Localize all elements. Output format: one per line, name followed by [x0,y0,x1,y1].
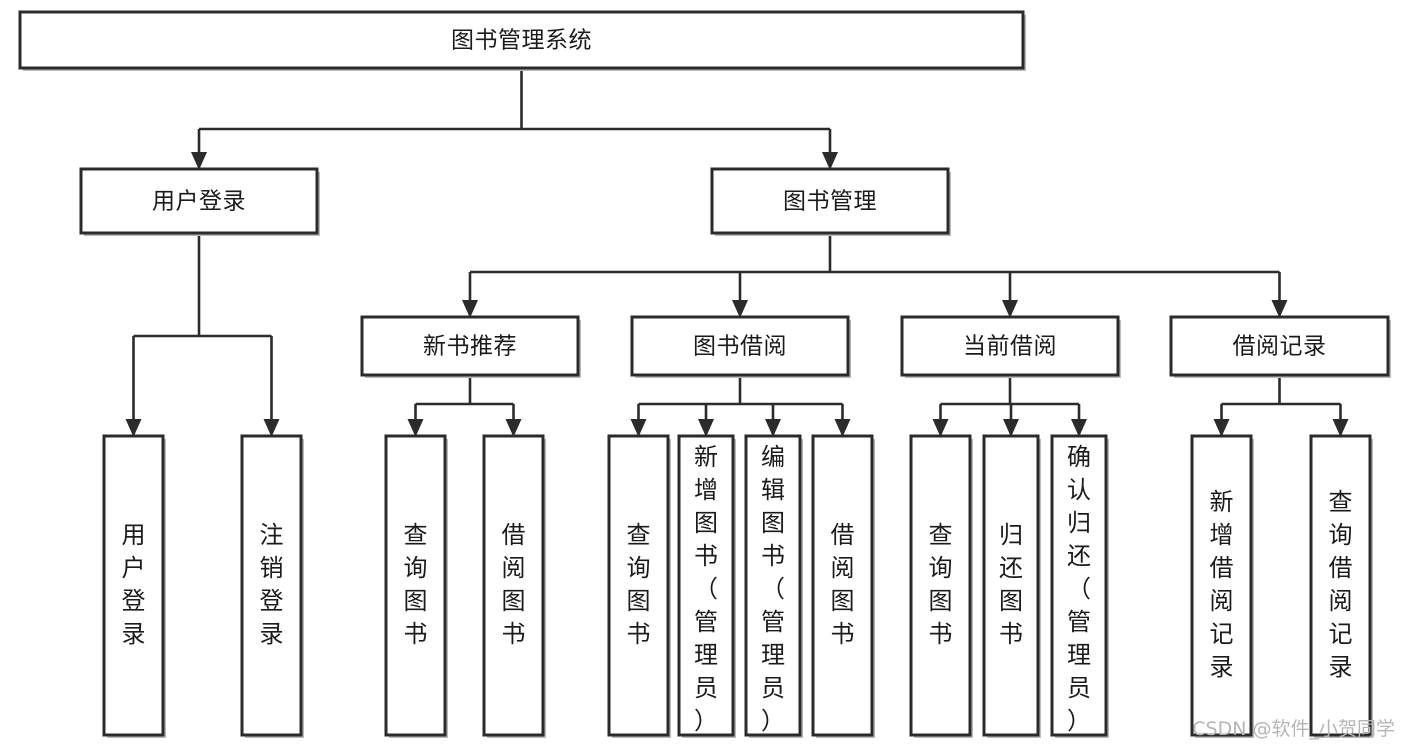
arrow-head-icon [1071,419,1087,437]
node-box[interactable] [79,167,319,235]
node-box[interactable] [630,315,850,377]
node-box[interactable] [482,434,545,737]
node-book-borrow[interactable]: 图书借阅 [630,315,851,378]
node-leaf-rec-add[interactable]: 新增借阅记录 [1190,434,1254,738]
node-leaf-logout[interactable]: 注销登录 [240,434,304,738]
node-label: 确认归还（管理员） [1067,443,1091,735]
node-label: 新增图书（管理员） [694,443,718,735]
node-box[interactable] [1309,434,1372,737]
arrow-head-icon [191,152,207,170]
node-label: 借阅图书 [831,521,855,648]
node-box[interactable] [384,434,447,737]
arrow-head-icon [765,419,781,437]
arrow-head-icon [263,419,280,437]
node-label: 用户登录 [152,189,246,215]
node-label: 图书管理系统 [451,28,592,54]
node-box[interactable] [607,434,670,737]
node-root[interactable]: 图书管理系统 [18,10,1026,71]
node-leaf-rec-query[interactable]: 查询图书 [384,434,448,738]
node-box[interactable] [18,10,1025,70]
node-leaf-user-login[interactable]: 用户登录 [102,434,166,738]
node-label: 查询图书 [929,521,953,648]
node-leaf-rec-search[interactable]: 查询借阅记录 [1309,434,1373,738]
arrow-head-icon [822,152,838,170]
edge-group-book-borrow [630,375,851,437]
edge-group-root [191,68,838,170]
arrow-head-icon [732,300,748,318]
arrow-head-icon [1332,419,1349,437]
node-box[interactable] [900,315,1120,377]
node-label: 借阅记录 [1233,334,1327,360]
node-leaf-rec-borrow[interactable]: 借阅图书 [482,434,546,738]
node-label: 归还图书 [999,521,1023,648]
arrow-head-icon [630,419,647,437]
arrow-head-icon [505,419,522,437]
node-box[interactable] [744,434,802,737]
node-leaf-borrow-add[interactable]: 新增图书（管理员） [677,434,736,738]
node-borrow-record[interactable]: 借阅记录 [1169,315,1391,378]
node-label: 查询图书 [404,521,428,648]
node-label: 用户登录 [122,521,146,648]
node-leaf-borrow-query[interactable]: 查询图书 [607,434,671,738]
node-box[interactable] [710,167,950,235]
node-leaf-cur-query[interactable]: 查询图书 [909,434,973,738]
node-label: 查询借阅记录 [1329,488,1353,681]
edges-layer [125,68,1349,437]
node-label: 查询图书 [627,521,651,648]
node-leaf-borrow-edit[interactable]: 编辑图书（管理员） [744,434,803,738]
node-leaf-cur-confirm[interactable]: 确认归还（管理员） [1050,434,1109,738]
arrow-head-icon [932,419,949,437]
node-box[interactable] [102,434,165,737]
edge-group-current-borrow [932,375,1087,437]
node-label: 注销登录 [260,521,284,648]
arrow-head-icon [125,419,142,437]
node-leaf-borrow-lend[interactable]: 借阅图书 [811,434,875,738]
node-label: 图书管理 [783,189,877,215]
edge-group-user-login [125,233,280,437]
arrow-head-icon [698,419,714,437]
edge-group-new-book-rec [407,375,522,437]
node-box[interactable] [982,434,1040,737]
node-box[interactable] [1169,315,1390,377]
node-new-book-rec[interactable]: 新书推荐 [360,315,581,378]
node-user-login[interactable]: 用户登录 [79,167,320,236]
node-box[interactable] [1050,434,1108,737]
node-book-manage[interactable]: 图书管理 [710,167,951,236]
arrow-head-icon [1213,419,1230,437]
node-box[interactable] [811,434,874,737]
node-label: 图书借阅 [693,334,787,360]
arrow-head-icon [834,419,851,437]
node-label: 当前借阅 [963,334,1057,360]
node-label: 借阅图书 [502,521,526,648]
node-label: 新增借阅记录 [1210,488,1234,681]
node-label: 编辑图书（管理员） [761,443,785,735]
node-box[interactable] [1190,434,1253,737]
arrow-head-icon [1002,300,1018,318]
nodes-layer: 图书管理系统用户登录图书管理新书推荐图书借阅当前借阅借阅记录用户登录注销登录查询… [18,10,1391,738]
node-leaf-cur-return[interactable]: 归还图书 [982,434,1041,738]
node-label: 新书推荐 [423,334,517,360]
edge-group-book-manage [462,233,1288,318]
node-current-borrow[interactable]: 当前借阅 [900,315,1121,378]
arrow-head-icon [407,419,424,437]
edge-group-borrow-record [1213,375,1349,437]
arrow-head-icon [462,300,478,318]
watermark: CSDN @软件_小贺同学 [1192,718,1395,740]
node-box[interactable] [240,434,303,737]
arrow-head-icon [1003,419,1019,437]
node-box[interactable] [677,434,735,737]
node-box[interactable] [360,315,580,377]
arrow-head-icon [1271,300,1288,318]
node-box[interactable] [909,434,972,737]
